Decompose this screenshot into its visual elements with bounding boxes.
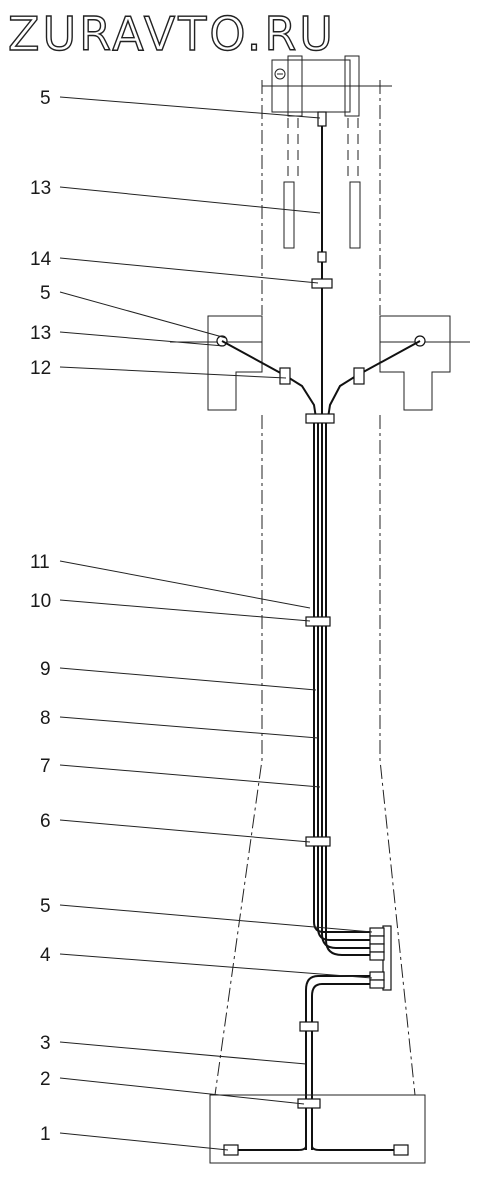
callout-label: 1 xyxy=(40,1124,51,1145)
callout-label: 12 xyxy=(30,358,51,379)
callout-label: 3 xyxy=(40,1033,51,1054)
callout-label: 13 xyxy=(30,178,51,199)
boom-outline xyxy=(214,80,416,1096)
callout-label: 13 xyxy=(30,323,51,344)
callout-label: 2 xyxy=(40,1069,51,1090)
callout-label: 4 xyxy=(40,945,51,966)
clamps xyxy=(279,278,365,1109)
boom-head xyxy=(262,55,392,249)
callout-label: 7 xyxy=(40,756,51,777)
fitting-block xyxy=(369,925,392,991)
base-frame xyxy=(209,1094,426,1164)
callout-label: 8 xyxy=(40,708,51,729)
callout-label: 5 xyxy=(40,88,51,109)
right-flange xyxy=(379,315,470,411)
callout-label: 14 xyxy=(30,249,52,270)
callout-labels: 5 13 14 5 13 12 11 10 9 8 7 6 5 4 3 2 1 xyxy=(30,88,52,1145)
leader-lines xyxy=(59,96,373,1151)
left-flange xyxy=(170,315,263,411)
callout-label: 11 xyxy=(30,552,50,573)
callout-label: 6 xyxy=(40,811,51,832)
callout-label: 9 xyxy=(40,659,51,680)
callout-label: 5 xyxy=(40,896,51,917)
callout-label: 10 xyxy=(30,591,51,612)
watermark-text: ZURAVTO.RU xyxy=(8,7,336,61)
hose-assembly xyxy=(221,111,421,1156)
callout-label: 5 xyxy=(40,283,51,304)
